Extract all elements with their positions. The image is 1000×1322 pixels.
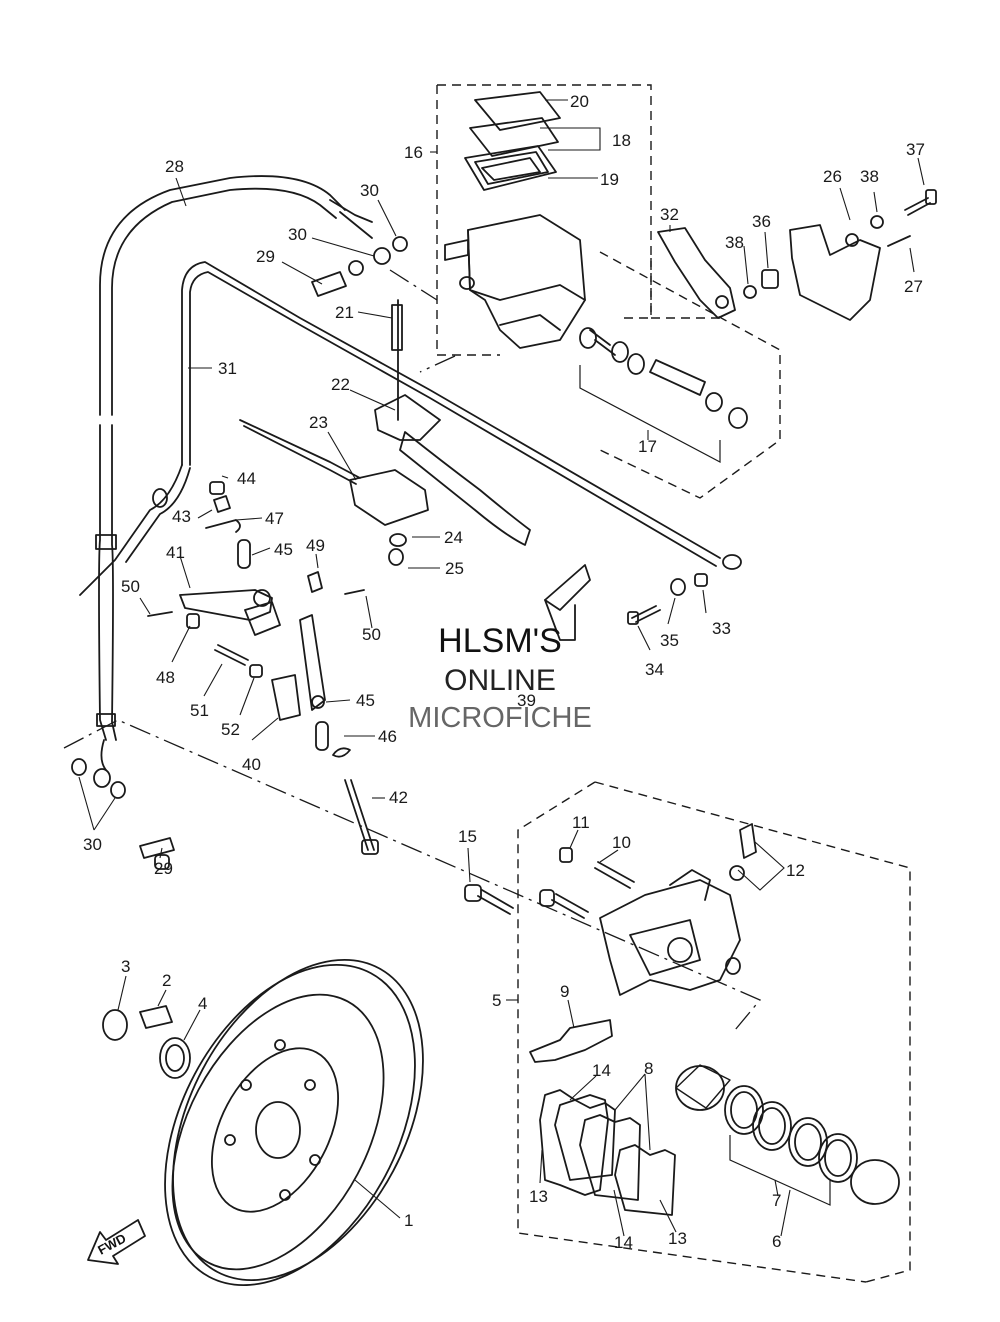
callout-30-top: 30: [360, 181, 379, 200]
brake-lever-22: [374, 394, 531, 546]
callout-50-right: 50: [362, 625, 381, 644]
callout-38-top: 38: [860, 167, 879, 186]
callout-24: 24: [444, 528, 463, 547]
callout-7: 7: [772, 1191, 781, 1210]
callout-28: 28: [165, 157, 184, 176]
callout-35: 35: [660, 631, 679, 650]
callout-23: 23: [309, 413, 328, 432]
caliper-pistons-6-7: [675, 1064, 900, 1206]
callout-13-bottom: 13: [668, 1229, 687, 1248]
callout-52: 52: [221, 720, 240, 739]
small-hardware-top: [311, 189, 937, 351]
callout-45-top: 45: [274, 540, 293, 559]
brake-rod: [239, 299, 399, 485]
reservoir-cap: [464, 91, 561, 191]
callout-30-mid: 30: [288, 225, 307, 244]
caliper-bolts: [464, 823, 757, 919]
watermark-line-3: MICROFICHE: [408, 702, 592, 734]
callout-10: 10: [612, 833, 631, 852]
master-cylinder: [444, 214, 586, 349]
callout-41: 41: [166, 543, 185, 562]
callout-19: 19: [600, 170, 619, 189]
watermark-line-2: ONLINE: [444, 664, 556, 697]
lever-holder-23: [349, 469, 429, 566]
callout-11: 11: [572, 813, 590, 832]
callout-6: 6: [772, 1232, 781, 1251]
watermark: HLSM'S ONLINE MICROFICHE: [408, 622, 592, 734]
callout-4: 4: [198, 994, 207, 1013]
callout-16: 16: [404, 143, 423, 162]
callout-39: 39: [517, 691, 536, 710]
brake-caliper: [599, 869, 741, 996]
pad-spring-9: [529, 1019, 613, 1063]
callout-14-top: 14: [592, 1061, 611, 1080]
watermark-line-1: HLSM'S: [438, 622, 562, 660]
callout-31: 31: [218, 359, 237, 378]
callout-26: 26: [823, 167, 842, 186]
chain-lines: [63, 269, 762, 1031]
rotor-hardware: [102, 1005, 191, 1079]
callout-44: 44: [237, 469, 256, 488]
callout-47: 47: [265, 509, 284, 528]
callout-9: 9: [560, 982, 569, 1001]
callout-12: 12: [786, 861, 805, 880]
callout-25: 25: [445, 559, 464, 578]
callout-13-left: 13: [529, 1187, 548, 1206]
callout-1: 1: [404, 1211, 413, 1230]
callout-36: 36: [752, 212, 771, 231]
brake-disc-rotor: [164, 958, 424, 1287]
callout-51: 51: [190, 701, 209, 720]
linkage-plate: [271, 614, 326, 721]
callout-33: 33: [712, 619, 731, 638]
callout-32: 32: [660, 205, 679, 224]
callout-48: 48: [156, 668, 175, 687]
callout-45-mid: 45: [356, 691, 375, 710]
caliper-assembly-box: [517, 781, 911, 1283]
callout-30-bottom: 30: [83, 835, 102, 854]
callout-34: 34: [645, 660, 664, 679]
brake-pads: [539, 1089, 676, 1216]
callout-18: 18: [612, 131, 631, 150]
callout-27: 27: [904, 277, 923, 296]
leader-lines: [78, 99, 925, 1237]
callout-20: 20: [570, 92, 589, 111]
callout-17: 17: [638, 437, 657, 456]
piston-kit-17: [579, 327, 748, 463]
callout-40: 40: [242, 755, 261, 774]
callout-42: 42: [389, 788, 408, 807]
callout-29-bottom: 29: [154, 859, 173, 878]
brake-cable-31: [79, 261, 742, 596]
callout-46: 46: [378, 727, 397, 746]
callout-49: 49: [306, 536, 325, 555]
callout-14-bottom: 14: [614, 1233, 633, 1252]
callout-3: 3: [121, 957, 130, 976]
callout-50-left: 50: [121, 577, 140, 596]
callout-2: 2: [162, 971, 171, 990]
callout-22: 22: [331, 375, 350, 394]
callout-labels: 20 18 16 19 37 28 26 38 30 32 36 30 29 3…: [83, 92, 925, 1252]
master-cylinder-assembly-box: [436, 84, 781, 499]
pedal-bracket-box: [650, 258, 720, 319]
brake-hose-28: [95, 175, 373, 771]
callout-8: 8: [644, 1059, 653, 1078]
brake-pedal-32: [657, 227, 736, 319]
callout-5: 5: [492, 991, 501, 1010]
switch-39: [544, 564, 591, 641]
fwd-arrow-icon: FWD: [87, 1219, 146, 1265]
linkage-hardware: [147, 481, 379, 855]
bolts-and-washers: [71, 573, 708, 870]
pedal-bracket-26: [789, 224, 881, 321]
linkage-arm-41: [179, 589, 281, 636]
callout-15: 15: [458, 827, 477, 846]
callout-21: 21: [335, 303, 354, 322]
callout-29-top: 29: [256, 247, 275, 266]
callout-43: 43: [172, 507, 191, 526]
callout-37: 37: [906, 140, 925, 159]
callout-38-mid: 38: [725, 233, 744, 252]
